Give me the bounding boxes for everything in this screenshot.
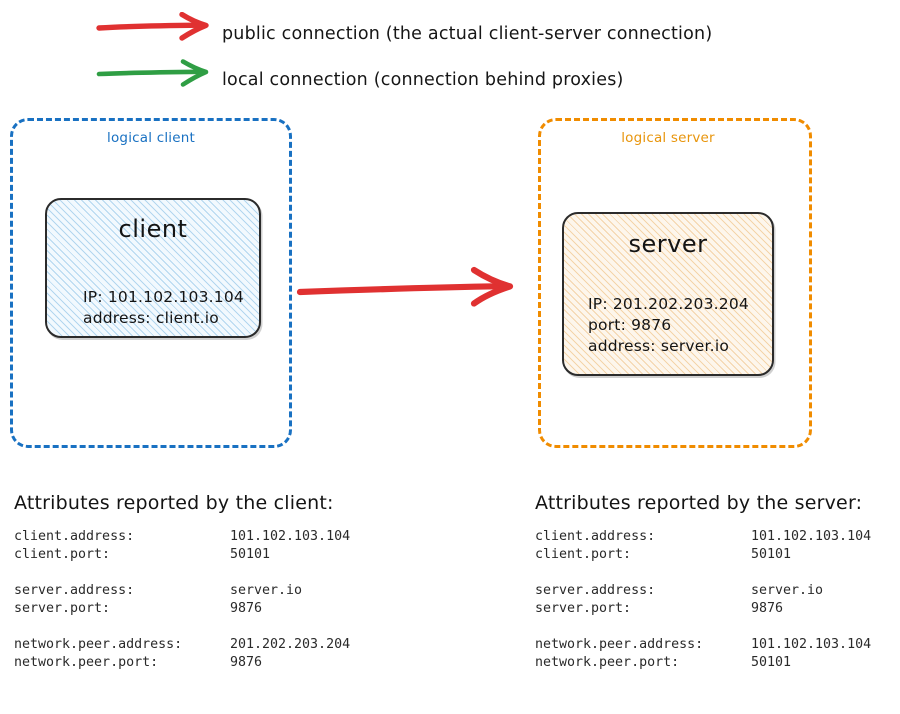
table-row: server.address: server.io — [535, 582, 871, 600]
table-row: server.port: 9876 — [535, 600, 871, 618]
client-node-hatch — [47, 200, 259, 336]
attribute-key: server.address: — [14, 583, 135, 598]
client-node-line-ip: IP: 101.102.103.104 — [83, 288, 244, 306]
attribute-key: client.port: — [535, 547, 632, 562]
logical-client-label: logical client — [107, 130, 195, 146]
server-node: server IP: 201.202.203.204 port: 9876 ad… — [562, 212, 774, 376]
table-row: client.port: 50101 — [535, 546, 871, 564]
attribute-value: 101.102.103.104 — [751, 529, 872, 544]
legend-label-local: local connection (connection behind prox… — [222, 70, 624, 90]
attribute-key: network.peer.port: — [14, 655, 159, 670]
table-row: network.peer.address: 101.102.103.104 — [535, 636, 871, 654]
table-row: network.peer.port: 50101 — [535, 654, 871, 672]
server-node-details: IP: 201.202.203.204 port: 9876 address: … — [588, 294, 749, 357]
server-node-line-address: address: server.io — [588, 337, 730, 355]
attribute-key: server.port: — [535, 601, 632, 616]
client-attributes-table: client.address: 101.102.103.104 client.p… — [14, 528, 350, 672]
attribute-value: server.io — [230, 583, 303, 598]
client-node-details: IP: 101.102.103.104 address: client.io — [83, 287, 244, 329]
legend-label-public: public connection (the actual client-ser… — [222, 24, 713, 44]
attribute-group: client.address: 101.102.103.104 client.p… — [14, 528, 350, 564]
logical-server-group — [538, 118, 812, 448]
attribute-value: server.io — [751, 583, 824, 598]
arrow-right-icon — [96, 59, 209, 87]
client-node-title: client — [118, 215, 188, 243]
attribute-value: 101.102.103.104 — [751, 637, 872, 652]
attribute-value: 101.102.103.104 — [230, 529, 351, 544]
attribute-key: server.address: — [535, 583, 656, 598]
attribute-group: client.address: 101.102.103.104 client.p… — [535, 528, 871, 564]
client-attributes-heading: Attributes reported by the client: — [14, 492, 334, 514]
attribute-value: 9876 — [230, 655, 263, 670]
attribute-key: network.peer.address: — [14, 637, 183, 652]
table-row: server.port: 9876 — [14, 600, 350, 618]
attribute-group: server.address: server.io server.port: 9… — [535, 582, 871, 618]
attribute-key: network.peer.port: — [535, 655, 680, 670]
legend-item-local: local connection (connection behind prox… — [0, 58, 900, 98]
table-row: network.peer.port: 9876 — [14, 654, 350, 672]
attribute-value: 50101 — [230, 547, 271, 562]
logical-server-label: logical server — [621, 130, 715, 146]
attribute-value: 50101 — [751, 655, 792, 670]
logical-client-group — [10, 118, 292, 448]
attribute-key: client.port: — [14, 547, 111, 562]
server-node-line-port: port: 9876 — [588, 316, 672, 334]
table-row: server.address: server.io — [14, 582, 350, 600]
client-node: client IP: 101.102.103.104 address: clie… — [45, 198, 261, 338]
table-row: client.address: 101.102.103.104 — [14, 528, 350, 546]
attribute-key: client.address: — [535, 529, 656, 544]
attribute-value: 50101 — [751, 547, 792, 562]
attribute-value: 9876 — [230, 601, 263, 616]
client-node-line-address: address: client.io — [83, 309, 219, 327]
table-row: network.peer.address: 201.202.203.204 — [14, 636, 350, 654]
public-connection-arrow — [296, 266, 514, 307]
attribute-key: server.port: — [14, 601, 111, 616]
attribute-group: network.peer.address: 101.102.103.104 ne… — [535, 636, 871, 672]
server-node-line-ip: IP: 201.202.203.204 — [588, 295, 749, 313]
attribute-key: client.address: — [14, 529, 135, 544]
table-row: client.port: 50101 — [14, 546, 350, 564]
server-node-title: server — [628, 230, 708, 258]
server-node-hatch — [564, 214, 772, 374]
attribute-value: 201.202.203.204 — [230, 637, 351, 652]
table-row: client.address: 101.102.103.104 — [535, 528, 871, 546]
server-attributes-heading: Attributes reported by the server: — [535, 492, 863, 514]
attribute-group: server.address: server.io server.port: 9… — [14, 582, 350, 618]
legend-item-public: public connection (the actual client-ser… — [0, 12, 900, 52]
attribute-key: network.peer.address: — [535, 637, 704, 652]
arrow-right-icon — [96, 12, 209, 41]
attribute-value: 9876 — [751, 601, 784, 616]
server-attributes-table: client.address: 101.102.103.104 client.p… — [535, 528, 871, 672]
attribute-group: network.peer.address: 201.202.203.204 ne… — [14, 636, 350, 672]
